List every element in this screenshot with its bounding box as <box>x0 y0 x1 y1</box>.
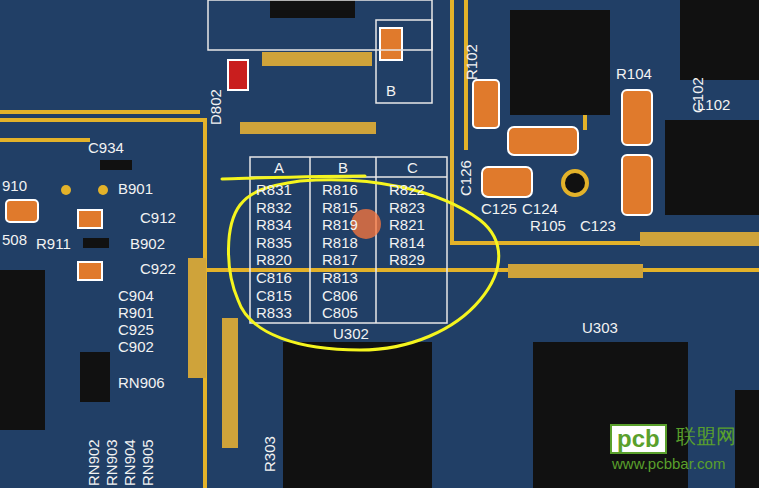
silkscreen-table <box>208 0 447 323</box>
table-cell: C <box>407 160 418 175</box>
table-cell: R833 <box>256 305 292 320</box>
silkscreen-label: RN903 <box>104 439 119 486</box>
watermark: pcb <box>610 424 667 454</box>
table-cell: R834 <box>256 217 292 232</box>
silkscreen-label: 508 <box>2 232 27 247</box>
silkscreen-label: R901 <box>118 305 154 320</box>
table-cell: R829 <box>389 252 425 267</box>
silkscreen-label: C934 <box>88 140 124 155</box>
silkscreen-label: U303 <box>582 320 618 335</box>
table-cell: R821 <box>389 217 425 232</box>
table-cell: R820 <box>256 252 292 267</box>
table-cell: C805 <box>322 305 358 320</box>
table-cell: C806 <box>322 288 358 303</box>
passive-components <box>6 28 652 280</box>
watermark: 联盟网 <box>676 426 736 446</box>
silkscreen-label: R911 <box>36 236 71 251</box>
silkscreen-label: C123 <box>580 218 616 233</box>
silkscreen-label: B902 <box>130 236 165 251</box>
silkscreen-label: R105 <box>530 218 566 233</box>
silkscreen-label: C922 <box>140 261 176 276</box>
highlight-ellipse <box>222 176 499 350</box>
table-cell: R813 <box>322 270 358 285</box>
silkscreen-label: R102 <box>464 44 479 80</box>
silkscreen-label: L102 <box>697 97 730 112</box>
table-cell: R832 <box>256 200 292 215</box>
silkscreen-label: RN904 <box>122 439 137 486</box>
silkscreen-label: RN905 <box>140 439 155 486</box>
table-cell: R823 <box>389 200 425 215</box>
silkscreen-label: C925 <box>118 322 154 337</box>
silkscreen-label: C912 <box>140 210 176 225</box>
table-cell: C815 <box>256 288 292 303</box>
watermark: www.pcbbar.com <box>612 456 725 471</box>
table-cell: R831 <box>256 182 292 197</box>
silkscreen-label: RN902 <box>86 439 101 486</box>
silkscreen-label: 910 <box>2 178 27 193</box>
silkscreen-label: C125 <box>481 201 517 216</box>
table-cell: R819 <box>322 217 358 232</box>
silkscreen-label: B <box>386 83 396 98</box>
silkscreen-label: C124 <box>522 201 558 216</box>
table-cell: R814 <box>389 235 425 250</box>
table-cell: B <box>338 160 348 175</box>
silkscreen-label: C902 <box>118 339 154 354</box>
table-cell: R818 <box>322 235 358 250</box>
silkscreen-label: C904 <box>118 288 154 303</box>
silkscreen-label: D802 <box>208 89 223 125</box>
table-cell: R815 <box>322 200 358 215</box>
silkscreen-label: R303 <box>262 436 277 472</box>
table-cell: R822 <box>389 182 425 197</box>
table-cell: R816 <box>322 182 358 197</box>
silkscreen-label: B901 <box>118 181 153 196</box>
table-cell: A <box>274 160 284 175</box>
table-cell: R835 <box>256 235 292 250</box>
silkscreen-label: C126 <box>458 160 473 196</box>
silkscreen-label: U302 <box>333 326 369 341</box>
table-cell: C816 <box>256 270 292 285</box>
silkscreen-label: R104 <box>616 66 652 81</box>
table-cell: R817 <box>322 252 358 267</box>
silkscreen-label: RN906 <box>118 375 165 390</box>
